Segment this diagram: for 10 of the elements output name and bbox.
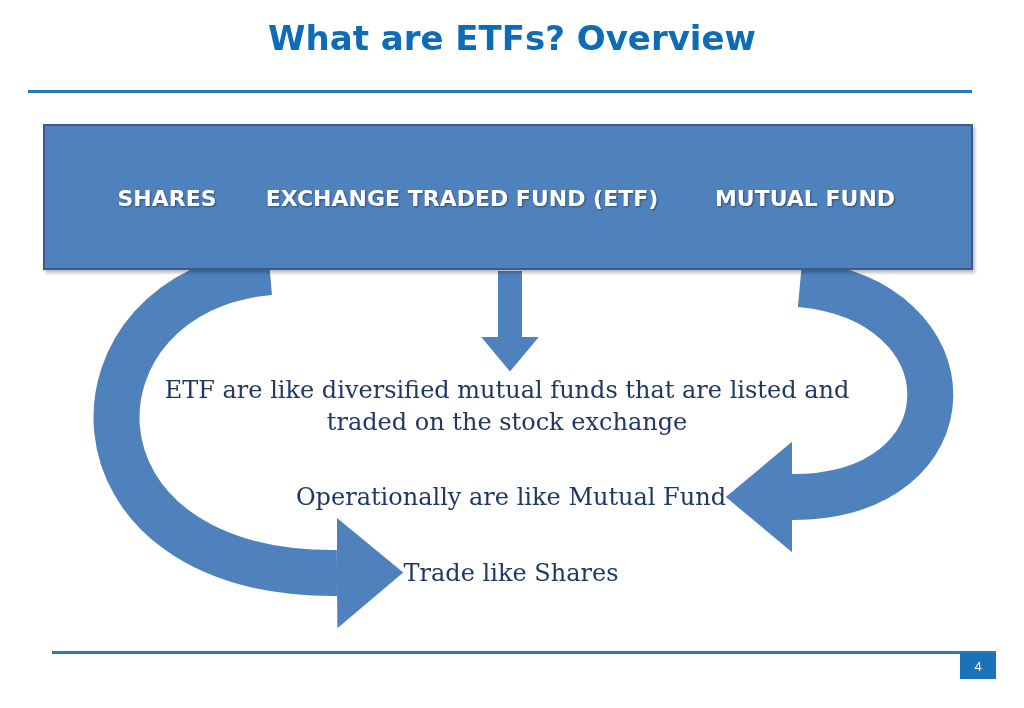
- category-heading: MUTUAL FUND: [714, 186, 896, 211]
- category-heading: EXCHANGE TRADED FUND (ETF): [265, 186, 659, 211]
- statement-text: ETF are like diversified mutual funds that are listed and traded on the stock exchange: [157, 374, 857, 438]
- block-arrow: [481, 271, 539, 372]
- statement-text: Trade like Shares: [403, 557, 619, 589]
- category-heading: SHARES: [117, 186, 217, 211]
- page-number: 4: [960, 653, 996, 679]
- statement-text: Operationally are like Mutual Fund: [295, 481, 727, 513]
- header-banner: [43, 124, 973, 270]
- slide-title: What are ETFs? Overview: [267, 18, 757, 58]
